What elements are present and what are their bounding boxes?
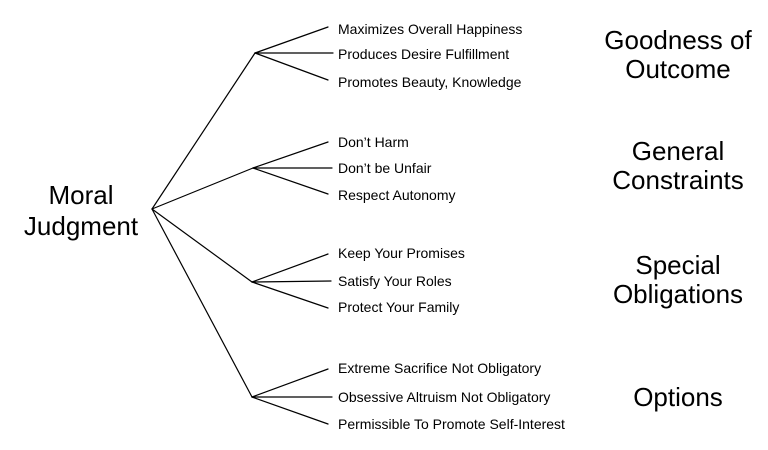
leaf-label-beauty-knowledge: Promotes Beauty, Knowledge <box>338 74 522 90</box>
leaf-label-protect-family: Protect Your Family <box>338 299 460 315</box>
branch-line-constraints <box>151 167 254 210</box>
leaf-label-keep-promises: Keep Your Promises <box>338 245 465 261</box>
category-line: Obligations <box>612 279 744 309</box>
leaf-label-obsessive-altruism: Obsessive Altruism Not Obligatory <box>338 389 551 405</box>
category-line: Outcome <box>625 54 731 84</box>
leaf-label-respect-autonomy: Respect Autonomy <box>338 187 456 203</box>
leaf-label-promote-self-interest: Permissible To Promote Self-Interest <box>338 416 565 432</box>
leaf-line <box>254 52 329 81</box>
category-label-options: Options <box>593 383 763 412</box>
leaf-line <box>254 26 329 54</box>
category-line: Constraints <box>612 165 744 195</box>
leaf-line <box>252 167 329 195</box>
branch-line-options <box>151 208 253 398</box>
leaf-line <box>251 368 329 398</box>
category-line: Goodness of <box>604 25 752 55</box>
category-line: Special <box>635 250 721 280</box>
leaf-line <box>251 396 329 425</box>
leaf-line <box>251 253 329 283</box>
root-label-line1: Moral <box>48 180 114 210</box>
category-line: Options <box>633 382 723 412</box>
leaf-line <box>251 281 329 309</box>
root-label-line2: Judgment <box>23 211 139 241</box>
category-line: General <box>631 136 725 166</box>
category-label-goodness-of-outcome: Goodness of Outcome <box>593 26 763 84</box>
branch-line-goodness <box>151 52 256 210</box>
leaf-label-dont-be-unfair: Don’t be Unfair <box>338 160 432 176</box>
root-node-label: Moral Judgment <box>1 180 161 242</box>
category-label-general-constraints: General Constraints <box>593 137 763 195</box>
leaf-line <box>252 141 329 169</box>
leaf-label-extreme-sacrifice: Extreme Sacrifice Not Obligatory <box>338 360 542 376</box>
branch-line-obligations <box>151 208 253 283</box>
leaf-label-satisfy-roles: Satisfy Your Roles <box>338 273 452 289</box>
leaf-line <box>251 280 332 283</box>
leaf-label-maximizes-happiness: Maximizes Overall Happiness <box>338 21 523 37</box>
category-label-special-obligations: Special Obligations <box>593 251 763 309</box>
leaf-label-dont-harm: Don’t Harm <box>338 134 409 150</box>
leaf-label-desire-fulfillment: Produces Desire Fulfillment <box>338 46 510 62</box>
